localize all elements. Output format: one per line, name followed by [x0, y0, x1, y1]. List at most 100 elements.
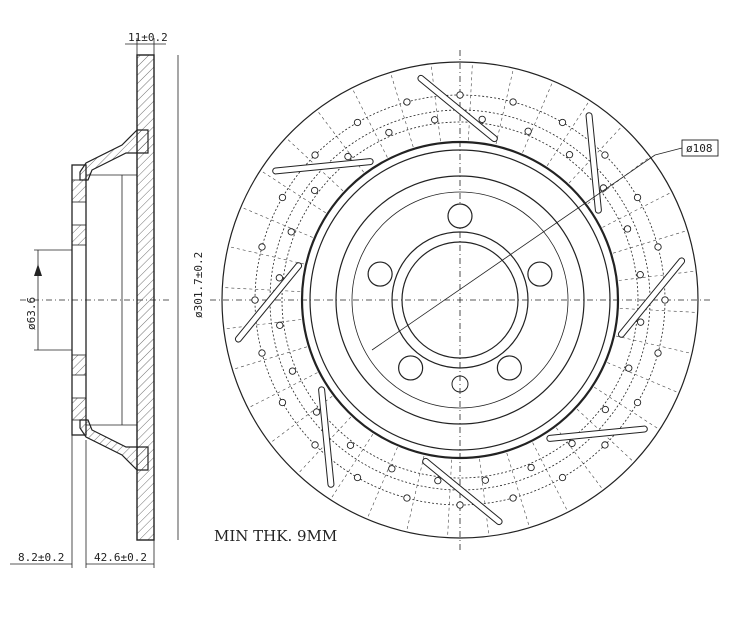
drill-hole [287, 228, 295, 236]
drill-hole [403, 98, 411, 106]
vane-line [522, 82, 553, 153]
vane-line [546, 101, 589, 166]
slot-inner [235, 263, 302, 342]
drill-hole [625, 364, 633, 372]
drill-hole [565, 150, 574, 159]
vane-line [594, 386, 659, 429]
vane-line [406, 455, 425, 531]
outer-rim [221, 61, 699, 539]
vane-line [390, 74, 414, 148]
drill-hole [275, 274, 284, 282]
vane-line [242, 207, 313, 238]
vane-line [506, 452, 530, 526]
hat-outer [335, 175, 585, 425]
bolt-hole [367, 261, 393, 287]
slot-inner [418, 75, 497, 142]
drill-hole [312, 408, 321, 416]
vane-line [615, 335, 691, 354]
bolt-hole [527, 261, 553, 287]
vane-line [367, 447, 398, 518]
drill-hole [403, 494, 411, 502]
drill-hole [278, 193, 287, 202]
vane-line [607, 362, 678, 393]
drill-hole [431, 116, 439, 124]
drill-hole [481, 476, 489, 484]
drill-hole [353, 473, 362, 482]
vane-line [468, 64, 473, 141]
drill-hole [633, 398, 642, 407]
vane-line [224, 287, 301, 292]
bolt-circle-label: ø108 [686, 142, 713, 155]
vane-line [331, 434, 374, 499]
flange-thickness-label: 11±0.2 [128, 31, 168, 44]
drill-hole [385, 128, 393, 137]
drill-hole [276, 321, 284, 329]
slots [234, 74, 686, 526]
drill-hole [601, 151, 609, 159]
drill-hole [258, 349, 266, 357]
drill-hole [251, 296, 259, 304]
friction-ring-inner-edge [300, 140, 620, 460]
vane-line [619, 308, 696, 313]
vane-line [618, 270, 695, 281]
vane-line [532, 442, 568, 511]
drill-hole [344, 152, 352, 161]
drill-hole [509, 98, 517, 106]
drill-hole [353, 118, 362, 127]
hat-wall-top [79, 129, 149, 181]
drill-hole [509, 494, 517, 502]
drill-hole [601, 441, 609, 449]
hat-offset-label: 8.2±0.2 [18, 551, 64, 564]
slot-inner [547, 426, 647, 441]
drill-hole [434, 476, 442, 485]
drill-hole [654, 349, 662, 357]
drill-hole [636, 271, 644, 279]
vane-line [495, 69, 514, 145]
front-view: ø108 [210, 50, 719, 552]
drill-hole [258, 243, 266, 251]
slot-inner [423, 458, 502, 525]
vane-line [352, 89, 388, 158]
bolt-hole [496, 355, 522, 381]
vane-line [612, 230, 686, 254]
drill-hole [601, 405, 610, 414]
drill-hole [278, 398, 287, 407]
drill-hole [478, 115, 486, 124]
bolt-hole [398, 355, 424, 381]
drill-hole [311, 441, 319, 449]
outer-diameter-label: ø301.7±0.2 [192, 252, 205, 318]
vane-line [225, 319, 302, 330]
bolt-holes [367, 203, 553, 393]
slot-inner [618, 258, 685, 337]
slot-inner [273, 159, 373, 174]
vane-line [602, 192, 671, 228]
drill-hole [654, 243, 662, 251]
bolt-hole [447, 203, 473, 229]
slot-inner [586, 113, 601, 213]
vane-line [229, 246, 305, 265]
drill-hole [636, 318, 645, 326]
drill-hole [558, 118, 567, 127]
slot-inner [319, 387, 334, 487]
vane-line [249, 372, 318, 408]
drill-hole [524, 127, 532, 135]
drill-hole [568, 439, 576, 448]
drill-hole [388, 465, 396, 473]
drill-hole [346, 441, 355, 450]
drill-hole [558, 473, 567, 482]
section-view: 11±0.2 ø63.6 ø301.7±0.2 8.2±0.2 42.6±0.2 [10, 31, 205, 568]
hub-diameter-label: ø63.6 [25, 297, 38, 330]
drill-hole [456, 91, 464, 99]
drill-hole [623, 225, 632, 233]
drill-hole [310, 186, 319, 195]
hat-wall-bottom [79, 419, 149, 471]
drill-hole [661, 296, 669, 304]
drill-hole [311, 151, 319, 159]
drill-hole [456, 501, 464, 509]
min-thickness-note: MIN THK. 9MM [214, 527, 337, 545]
vane-line [430, 65, 441, 142]
center-bore [391, 231, 529, 369]
drill-hole [288, 367, 297, 375]
vane-lines [224, 64, 696, 536]
